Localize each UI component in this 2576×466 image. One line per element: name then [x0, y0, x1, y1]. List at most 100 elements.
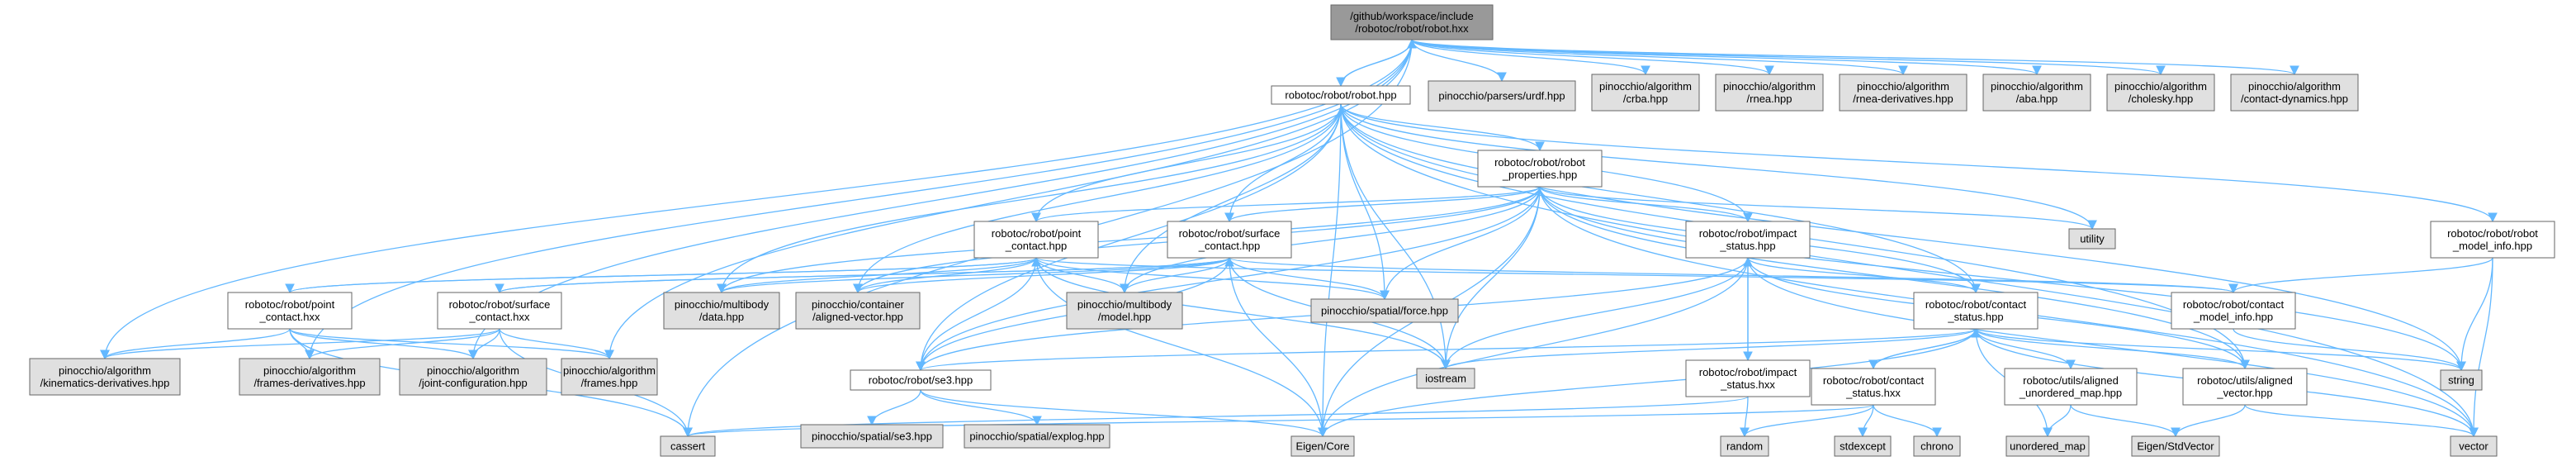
- dependency-edge: [683, 404, 1874, 438]
- dependency-arrow: [1380, 186, 1541, 301]
- dependency-arrow: [100, 328, 291, 360]
- dependency-arrow: [1120, 103, 1342, 294]
- node-label-line: /joint-configuration.hpp: [419, 377, 528, 389]
- dependency-edge: [916, 328, 1977, 372]
- node-label-line: chrono: [1920, 440, 1953, 453]
- dependency-arrow: [1539, 186, 1753, 223]
- dependency-arrow: [1035, 257, 1390, 301]
- dependency-edge: [867, 389, 921, 426]
- file-node-point-contact-hxx[interactable]: robotoc/robot/point_contact.hxx: [227, 292, 353, 330]
- dependency-arrow: [1031, 186, 1541, 223]
- file-node-impact-status-hxx[interactable]: robotoc/robot/impact_status.hxx: [1685, 359, 1811, 397]
- node-label-line: _status.hpp: [1719, 240, 1775, 252]
- file-node-aligned-vector[interactable]: robotoc/utils/aligned_vector.hpp: [2182, 368, 2308, 406]
- node-label-line: _contact.hxx: [469, 311, 530, 323]
- dependency-edge: [1873, 327, 1981, 369]
- dependency-arrow: [1747, 257, 1981, 294]
- dependency-arrow: [499, 256, 1234, 293]
- dependency-arrow: [1035, 257, 1328, 438]
- dependency-arrow: [1031, 103, 1342, 223]
- file-node-chrono: chrono: [1913, 435, 1961, 457]
- dependency-edge: [1380, 186, 1541, 301]
- file-node-contact-status-hpp[interactable]: robotoc/robot/contact_status.hpp: [1913, 292, 2039, 330]
- dependency-edge: [499, 328, 614, 360]
- node-label-line: pinocchio/parsers/urdf.hpp: [1438, 90, 1565, 102]
- file-node-contact-dyn: pinocchio/algorithm/contact-dynamics.hpp: [2230, 74, 2359, 112]
- file-node-point-contact-hpp[interactable]: robotoc/robot/point_contact.hpp: [973, 221, 1099, 259]
- dependency-edge: [1747, 257, 1981, 294]
- dependency-arrow: [468, 39, 1413, 360]
- dependency-arrow: [717, 103, 1342, 294]
- dependency-arrow: [289, 328, 614, 360]
- dependency-arrow: [1340, 38, 1417, 87]
- dependency-arrow: [1035, 257, 2238, 294]
- dependency-arrow: [1229, 257, 2238, 294]
- node-label-line: pinocchio/algorithm: [2114, 80, 2207, 93]
- file-node-contact-model-info[interactable]: robotoc/robot/contact_model_info.hpp: [2171, 292, 2296, 330]
- dependency-arrow: [683, 396, 1749, 438]
- dependency-edge: [1441, 186, 1541, 370]
- file-node-crba: pinocchio/algorithm/crba.hpp: [1591, 74, 1700, 112]
- dependency-arrow: [1539, 186, 2466, 372]
- dependency-edge: [100, 328, 500, 360]
- node-box: [1913, 435, 1961, 457]
- file-node-multibody-model: pinocchio/multibody/model.hpp: [1066, 292, 1183, 330]
- dependency-arrow: [916, 328, 1977, 372]
- file-node-aligned-umap[interactable]: robotoc/utils/aligned_unordered_map.hpp: [2004, 368, 2138, 406]
- node-box: [2106, 74, 2215, 112]
- dependency-edge: [499, 256, 1234, 293]
- dependency-edge: [1031, 103, 1342, 223]
- node-label-line: robotoc/robot/point: [245, 298, 335, 311]
- file-node-contact-status-hxx[interactable]: robotoc/robot/contact_status.hxx: [1811, 368, 1936, 406]
- dependency-edge: [2469, 257, 2493, 438]
- dependency-edge: [2043, 404, 2072, 438]
- dependency-edge: [2171, 404, 2246, 438]
- node-box: [1591, 74, 1700, 112]
- file-node-se3-hpp[interactable]: robotoc/robot/se3.hpp: [850, 369, 992, 391]
- node-label-line: vector: [2459, 440, 2488, 453]
- file-node-robot-hpp[interactable]: robotoc/robot/robot.hpp: [1271, 85, 1411, 105]
- node-box: [2430, 221, 2555, 259]
- node-label-line: /aba.hpp: [2016, 93, 2058, 105]
- node-label-line: stdexcept: [1840, 440, 1886, 453]
- dependency-arrow: [853, 257, 1037, 294]
- dependency-edge: [1340, 103, 2097, 231]
- dependency-edge: [1340, 38, 1417, 87]
- node-label-line: _contact.hxx: [259, 311, 320, 323]
- node-label-line: pinocchio/multibody: [675, 298, 769, 311]
- dependency-edge: [853, 257, 1230, 294]
- file-node-impact-status-hpp[interactable]: robotoc/robot/impact_status.hpp: [1685, 221, 1811, 259]
- node-label-line: _vector.hpp: [2216, 387, 2272, 399]
- node-box: [1685, 359, 1811, 397]
- dependency-arrow: [1229, 257, 1390, 301]
- node-label-line: _contact.hpp: [1198, 240, 1260, 252]
- dependency-arrow: [2228, 257, 2493, 294]
- node-label-line: robotoc/robot/impact: [1699, 227, 1797, 240]
- file-node-model-info-hpp[interactable]: robotoc/robot/robot_model_info.hpp: [2430, 221, 2555, 259]
- dependency-edge: [1411, 39, 2166, 76]
- file-node-surface-contact-hxx[interactable]: robotoc/robot/surface_contact.hxx: [437, 292, 562, 330]
- node-box: [1416, 368, 1475, 389]
- file-node-aligned-vector-pin: pinocchio/container/aligned-vector.hpp: [795, 292, 921, 330]
- node-label-line: pinocchio/algorithm: [2248, 80, 2341, 93]
- file-node-robot-props[interactable]: robotoc/robot/robot_properties.hpp: [1477, 150, 1603, 188]
- dependency-arrow: [683, 404, 1874, 438]
- node-box: [2182, 368, 2308, 406]
- node-label-line: robotoc/robot/robot: [2447, 227, 2538, 240]
- dependency-arrow: [1441, 257, 1749, 370]
- file-node-surface-contact-hpp[interactable]: robotoc/robot/surface_contact.hpp: [1167, 221, 1292, 259]
- dependency-edge: [1229, 257, 1328, 438]
- file-node-urdf: pinocchio/parsers/urdf.hpp: [1428, 80, 1576, 112]
- node-box: [2004, 368, 2138, 406]
- node-box: [29, 358, 181, 396]
- file-node-root[interactable]: /github/workspace/include/robotoc/robot/…: [1330, 4, 1494, 40]
- dependency-edge: [853, 257, 1037, 294]
- node-label-line: Eigen/StdVector: [2137, 440, 2214, 453]
- dependency-edge: [1035, 257, 1451, 370]
- node-box: [1715, 74, 1824, 112]
- node-label-line: pinocchio/container: [812, 298, 905, 311]
- dependency-arrow: [305, 328, 500, 360]
- dependency-edge: [1340, 103, 2479, 438]
- node-label-line: robotoc/utils/aligned: [2197, 374, 2293, 387]
- dependency-edge: [916, 103, 1342, 372]
